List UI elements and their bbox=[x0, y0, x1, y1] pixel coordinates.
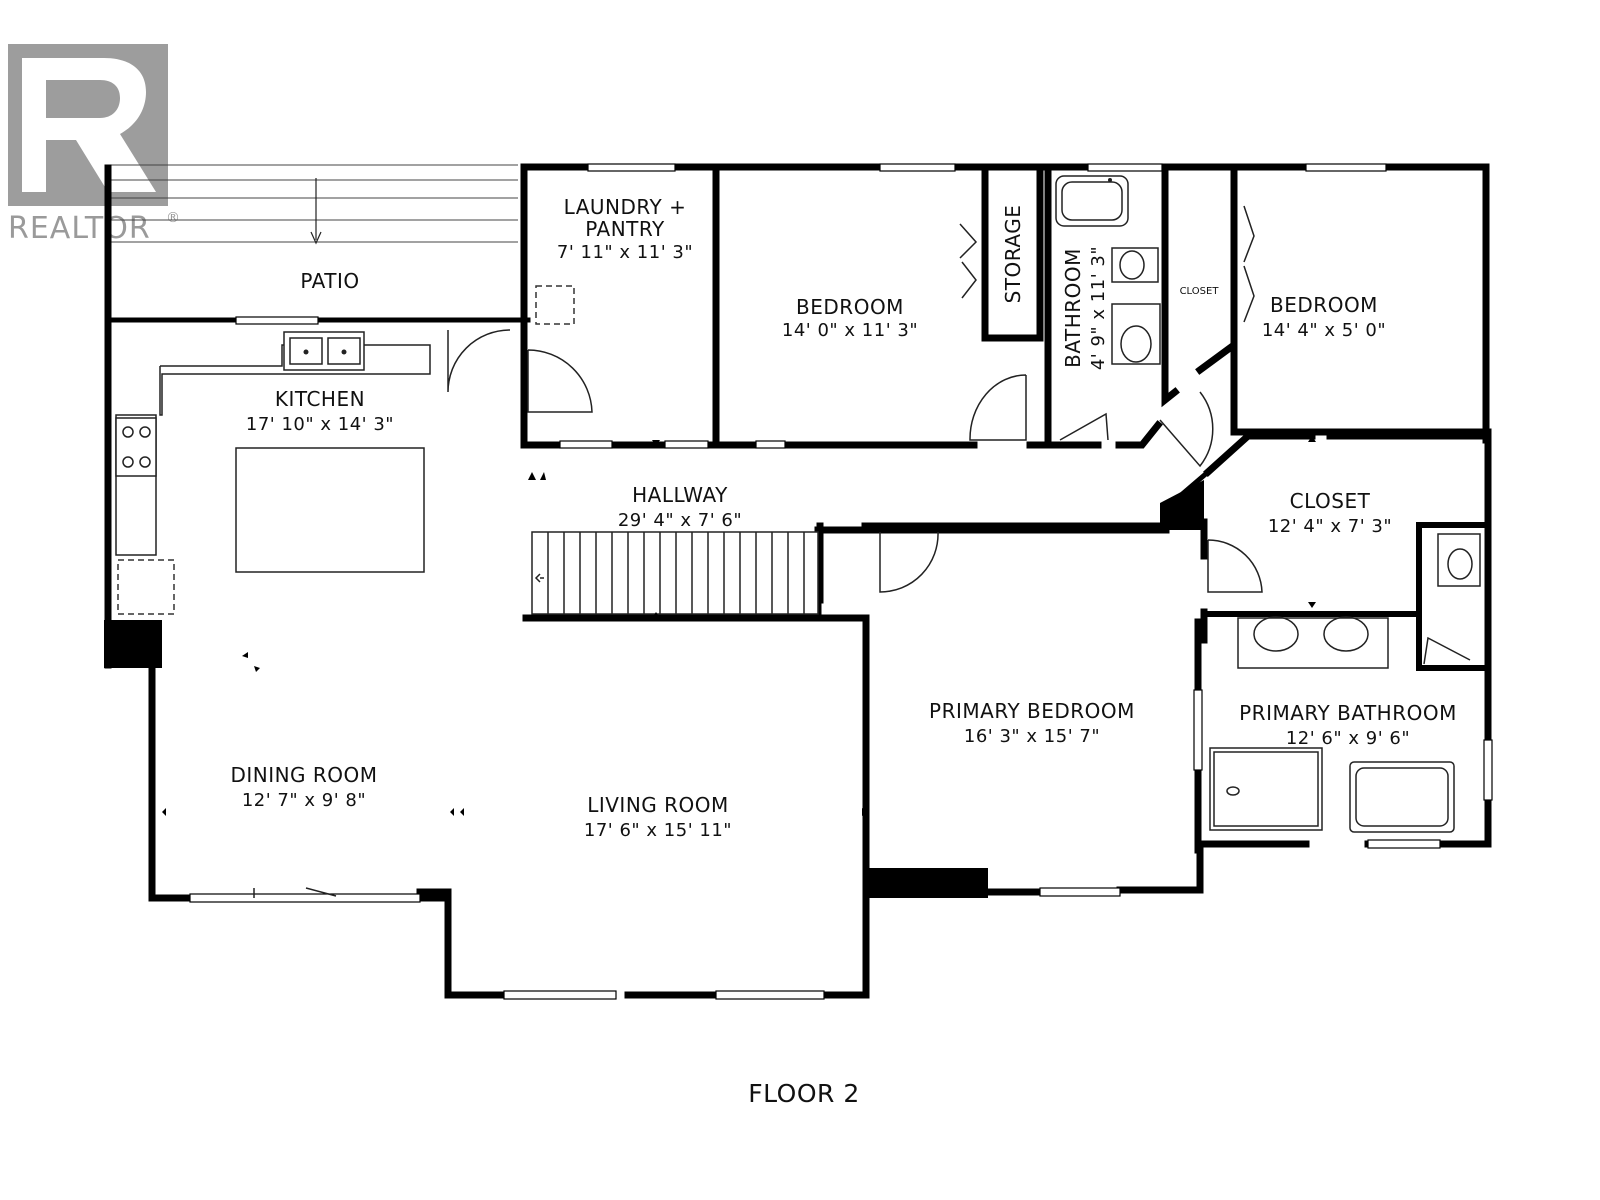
staircase bbox=[531, 531, 819, 615]
patio bbox=[108, 164, 518, 245]
bedroom1-name: BEDROOM bbox=[796, 295, 904, 319]
dining-room-name: DINING ROOM bbox=[230, 763, 377, 787]
double-vanity bbox=[1237, 617, 1389, 669]
dimension-markers bbox=[162, 436, 1316, 816]
floor-label: FLOOR 2 bbox=[748, 1079, 860, 1108]
toilet bbox=[1437, 533, 1481, 587]
door-swing bbox=[1423, 636, 1471, 665]
primary-bedroom-dims: 16' 3" x 15' 7" bbox=[964, 726, 1100, 747]
primary-bathroom-dims: 12' 6" x 9' 6" bbox=[1286, 728, 1410, 749]
sink bbox=[1111, 303, 1161, 365]
bedroom2-name: BEDROOM bbox=[1270, 293, 1378, 317]
door-swing bbox=[1059, 412, 1109, 441]
bathroom-dims: 4' 9" x 11' 3" bbox=[1088, 246, 1109, 370]
laundry-dims: 7' 11" x 11' 3" bbox=[557, 242, 693, 263]
door-swing bbox=[969, 374, 1027, 441]
realtor-logo: REALTOR ® bbox=[8, 44, 181, 246]
kitchen-island bbox=[235, 447, 425, 573]
fridge bbox=[117, 559, 175, 615]
living-room-name: LIVING ROOM bbox=[587, 793, 729, 817]
door-swing bbox=[447, 329, 511, 393]
door-swing bbox=[527, 349, 593, 413]
patio-name: PATIO bbox=[300, 269, 359, 293]
door-swing bbox=[1207, 539, 1263, 593]
closet-dims: 12' 4" x 7' 3" bbox=[1268, 516, 1392, 537]
hallway-dims: 29' 4" x 7' 6" bbox=[618, 510, 742, 531]
bifold-door bbox=[959, 223, 978, 299]
primary-bathroom-name: PRIMARY BATHROOM bbox=[1239, 701, 1457, 725]
kitchen-fixtures bbox=[115, 285, 575, 615]
laundry-name-line1: LAUNDRY + bbox=[564, 195, 687, 219]
door-swing bbox=[1159, 391, 1214, 468]
realtor-wordmark: REALTOR bbox=[8, 211, 151, 246]
bathroom-name: BATHROOM bbox=[1061, 248, 1085, 368]
bedroom1-dims: 14' 0" x 11' 3" bbox=[782, 320, 918, 341]
room-labels: PATIO LAUNDRY + PANTRY 7' 11" x 11' 3" B… bbox=[230, 195, 1456, 841]
bifold-door bbox=[1243, 205, 1255, 323]
primary-bedroom-name: PRIMARY BEDROOM bbox=[929, 699, 1135, 723]
bedroom2-dims: 14' 4" x 5' 0" bbox=[1262, 320, 1386, 341]
wall-block bbox=[1160, 480, 1204, 530]
storage-name: STORAGE bbox=[1001, 205, 1025, 304]
closet-name: CLOSET bbox=[1290, 489, 1371, 513]
shower bbox=[1209, 747, 1323, 831]
kitchen-name: KITCHEN bbox=[275, 387, 365, 411]
bathtub bbox=[1055, 175, 1129, 227]
bathtub bbox=[1349, 761, 1455, 833]
toilet bbox=[1111, 247, 1159, 283]
stair-arrow-icon bbox=[310, 231, 322, 245]
sliding-door bbox=[253, 887, 337, 898]
wall-block bbox=[868, 868, 988, 898]
small-closet-name: CLOSET bbox=[1180, 286, 1220, 297]
doors bbox=[253, 205, 1471, 898]
dining-room-dims: 12' 7" x 9' 8" bbox=[242, 790, 366, 811]
laundry-name-line2: PANTRY bbox=[585, 217, 665, 241]
kitchen-dims: 17' 10" x 14' 3" bbox=[246, 414, 394, 435]
registered-mark: ® bbox=[166, 210, 181, 226]
bathroom-fixtures bbox=[1055, 175, 1481, 833]
wall-block bbox=[104, 620, 162, 668]
windows bbox=[189, 163, 1493, 1000]
living-room-dims: 17' 6" x 15' 11" bbox=[584, 820, 732, 841]
stove bbox=[115, 417, 157, 477]
hallway-name: HALLWAY bbox=[632, 483, 728, 507]
door-swing bbox=[879, 531, 939, 593]
washer bbox=[535, 285, 575, 325]
